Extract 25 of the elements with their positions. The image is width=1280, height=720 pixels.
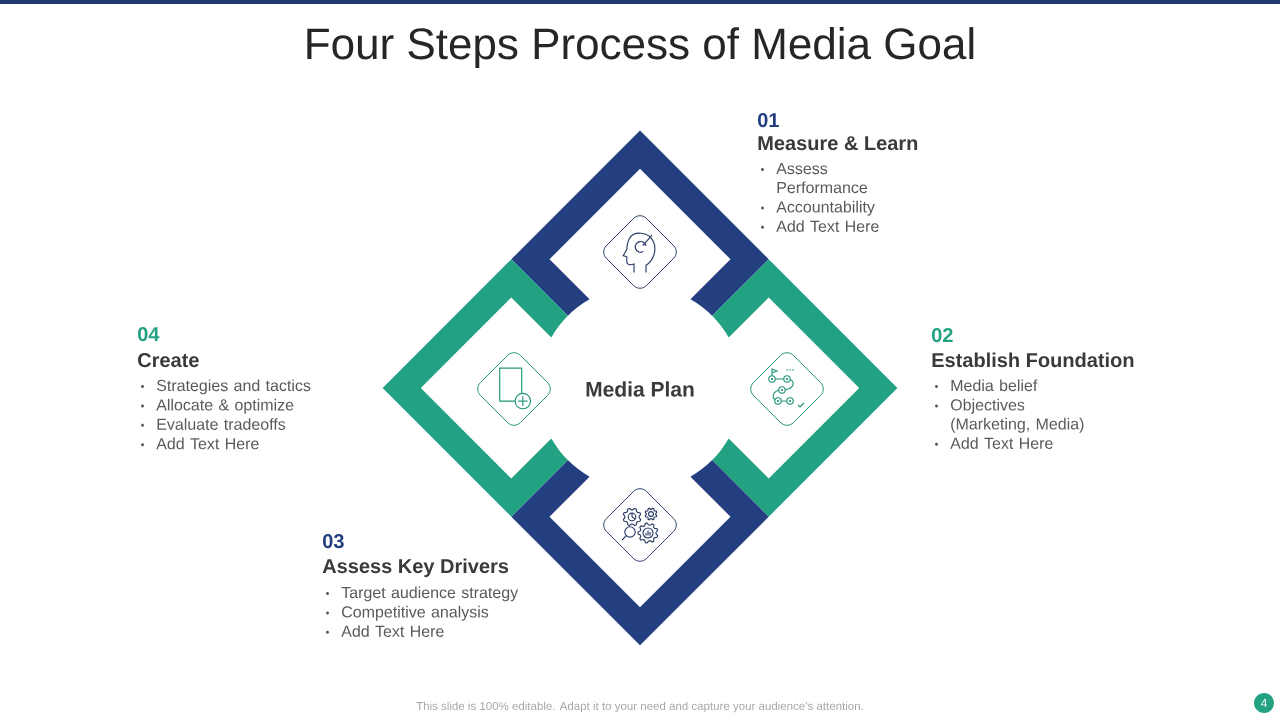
step-number: 01 [758, 113, 779, 128]
step-heading: Establish Foundation [932, 352, 1134, 368]
center-label: Media Plan [586, 381, 694, 397]
bullet-item: Add Text Here [776, 220, 879, 232]
step-number: 03 [323, 534, 344, 549]
page-number: 4 [1254, 693, 1274, 713]
bullet-item: Evaluate tradeoffs [157, 418, 286, 430]
bullet-item: Allocate & optimize [156, 398, 294, 414]
step-heading: Measure & Learn [758, 136, 918, 151]
step-heading: Assess Key Drivers [322, 558, 509, 578]
bullet-item: Competitive analysis [342, 605, 489, 621]
title: Four Steps Process of Media Goal [307, 27, 974, 69]
step-number: 04 [138, 327, 160, 342]
bullet-item: Media belief [951, 379, 1038, 392]
step-number: 02 [932, 328, 953, 343]
bullet-item: Strategies and tactics [156, 379, 311, 395]
bullet-item: Add Text Here [156, 437, 259, 450]
bullet-item: Objectives (Marketing, Media) [950, 398, 1084, 433]
bullet-item: Add Text Here [341, 625, 444, 637]
step-heading: Create [138, 353, 199, 368]
bullet-item: Accountability [776, 200, 875, 216]
footer-note: This slide is 100% editable. Adapt it to your need and capture your audience’s attention. [416, 701, 863, 713]
bullet-item: Add Text Here [950, 437, 1053, 449]
bullet-item: Assess Performance [776, 163, 868, 194]
bullet-item: Target audience strategy [341, 586, 519, 602]
